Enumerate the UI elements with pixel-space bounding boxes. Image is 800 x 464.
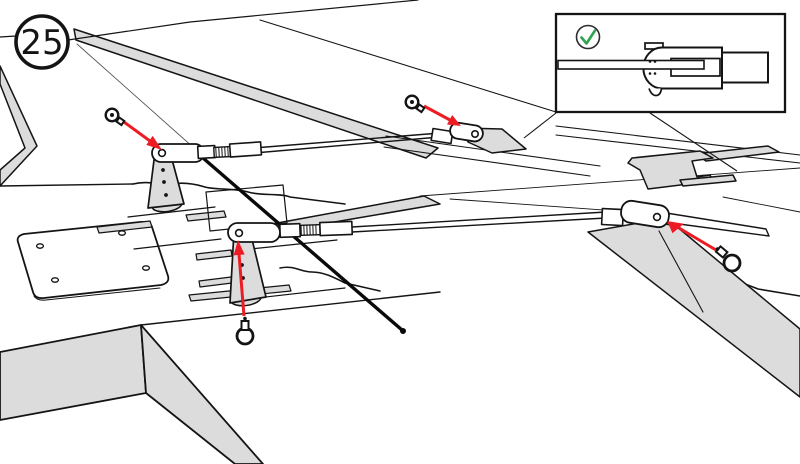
detail-inset: [523, 12, 787, 172]
red-arrow: [123, 120, 162, 150]
left-horn-slot: [96, 184, 288, 250]
red-arrow: [233, 240, 246, 317]
antenna-wire: [201, 156, 406, 334]
clevis-right: [620, 199, 670, 229]
screw-front-icon: [404, 94, 426, 114]
spring-coupler: [213, 145, 232, 159]
step-badge: 25: [14, 14, 70, 70]
upper-wing-edge-band: [73, 28, 439, 159]
screw-pin-icon: [235, 316, 255, 346]
check-circle-icon: [575, 24, 601, 50]
fuselage-channel-wall: [140, 324, 264, 464]
clevis-detail-drawing: [557, 42, 769, 97]
elevator-edge-band: [587, 220, 800, 398]
pushrod-wire: [557, 59, 705, 70]
spring-coupler: [300, 223, 321, 237]
hatch-plate: [16, 220, 170, 301]
surface-horn-top: [430, 121, 527, 154]
red-arrow: [423, 104, 461, 126]
screw-front-icon: [104, 107, 126, 127]
wing-corner-band: [0, 65, 38, 187]
fuselage-front-face: [0, 324, 147, 421]
linkage-left: [147, 132, 435, 213]
linkage-right: [227, 199, 770, 307]
screw-pin-icon: [714, 244, 742, 273]
step-number: 25: [20, 23, 63, 63]
middle-horn-slot: [188, 239, 346, 302]
screw-callouts: [104, 94, 742, 346]
red-arrow: [667, 221, 717, 252]
